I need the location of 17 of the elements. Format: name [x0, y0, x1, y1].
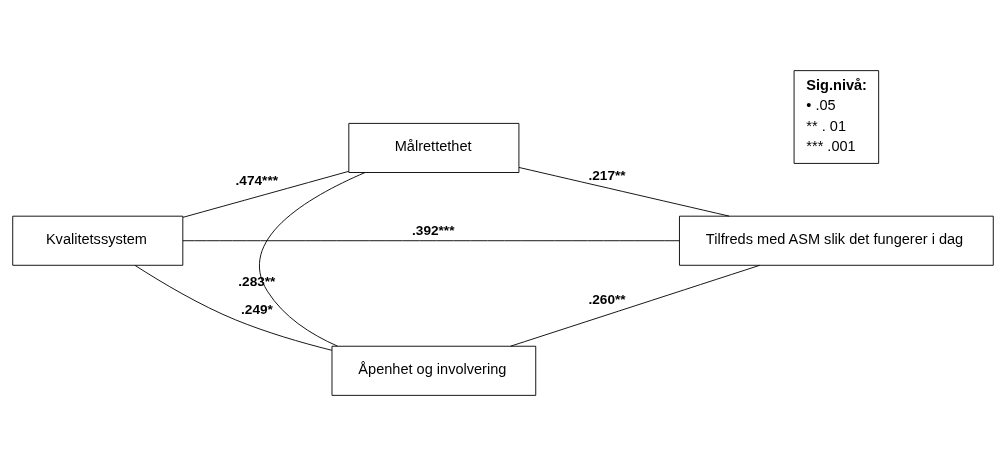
node-box: Målrettethet — [348, 122, 520, 173]
connector — [258, 172, 366, 347]
edge-label: .260** — [588, 291, 626, 307]
connector — [134, 264, 333, 351]
node-box: Kvalitetssystem — [12, 215, 184, 266]
node-box: Åpenhet og involvering — [331, 345, 537, 396]
edge-label: .249* — [241, 302, 273, 318]
edge-label: .217** — [588, 167, 626, 183]
connector — [182, 170, 350, 218]
node-box: Tilfreds med ASM slik det fungerer i dag — [679, 215, 994, 266]
edge-label: .392*** — [412, 223, 455, 239]
edge-label: .474*** — [235, 173, 279, 189]
edge-label: .283** — [238, 273, 276, 289]
connector — [518, 167, 730, 217]
connector — [510, 264, 761, 347]
node-box: Sig.nivå: • .05 ** . 01 *** .001 — [793, 70, 880, 164]
connector — [182, 240, 680, 242]
